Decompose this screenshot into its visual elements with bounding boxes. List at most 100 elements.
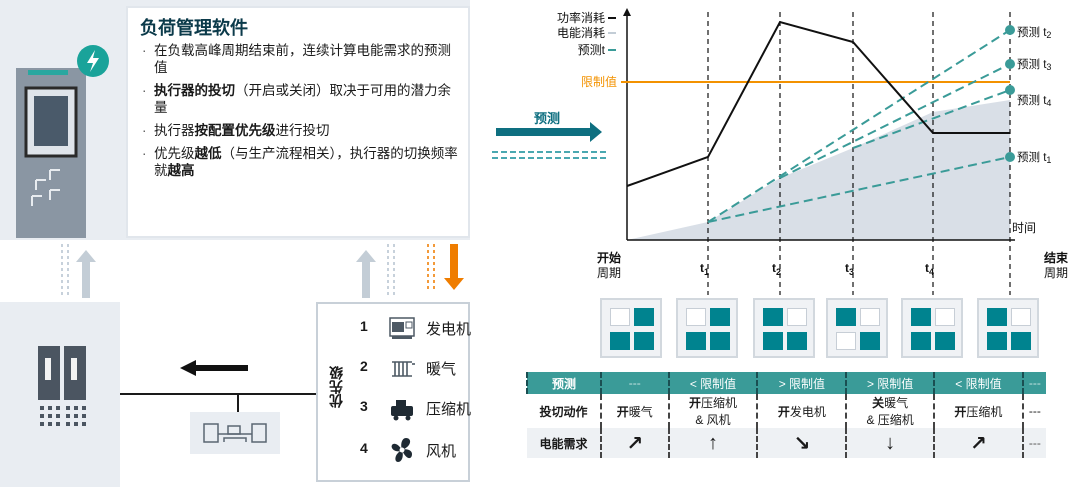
info-bullet-3: 执行器按配置优先级进行投切 [140,122,460,139]
energy-consumption-area [627,100,1010,240]
x-tick-label-5: 结束 [1044,250,1069,265]
summary-cell: --- [1021,428,1046,458]
compressor-state-icon [911,332,931,350]
summary-cell: 关暖气& 压缩机 [845,394,934,428]
y-axis-arrowhead [623,8,631,16]
compressor-state-icon [987,332,1007,350]
forecast-label: 预测 [534,111,561,126]
compressor-state-icon [836,332,856,350]
prediction-label-1: 预测 t2 [1017,26,1051,40]
fan-state-icon [710,332,730,350]
summary-cell: < 限制值 [932,372,1023,394]
x-tick-label-3: t3 [845,261,854,277]
heater-icon [388,354,416,382]
summary-cell: > 限制值 [756,372,847,394]
generator-icon [388,314,416,342]
summary-cell: 开压缩机& 风机 [667,394,758,428]
generator-state-icon [911,308,931,326]
priority-number: 3 [360,398,368,414]
actuator-card-5 [901,298,963,358]
summary-cell: --- [1021,394,1046,428]
prediction-line-1 [707,29,1011,223]
actuator-card-4 [826,298,888,358]
legend-label-3: 预测t [578,43,606,57]
fan-icon [388,436,416,464]
summary-cell: < 限制值 [667,372,758,394]
info-box: 负荷管理软件 在负载高峰周期结束前，连续计算电能需求的预测值执行器的投切（开启或… [126,6,470,238]
compressor-icon [388,394,416,422]
x-tick-label-4: t4 [925,261,934,277]
info-title: 负荷管理软件 [140,18,248,38]
summary-cell: 开发电机 [756,394,847,428]
power-consumption-line [626,20,1010,187]
fan-state-icon [1011,332,1031,350]
summary-cell: ↘ [756,428,847,458]
heater-state-icon [935,308,955,326]
fan-state-icon [787,332,807,350]
generator-state-icon [836,308,856,326]
fan-state-icon [634,332,654,350]
priority-label: 暖气 [426,361,457,378]
legend-label-1: 功率消耗 [557,10,605,25]
priority-title: 优先级 [328,366,344,408]
prediction-label-2: 预测 t3 [1017,58,1051,72]
summary-cell: 开暖气 [600,394,669,428]
actuator-card-6 [977,298,1039,358]
summary-cell: ↓ [845,428,934,458]
summary-cell: --- [1021,372,1046,394]
actuator-card-2 [676,298,738,358]
priority-number: 2 [360,358,368,374]
heater-state-icon [634,308,654,326]
summary-cell: > 限制值 [845,372,934,394]
priority-label: 风机 [426,443,457,460]
actuator-card-3 [753,298,815,358]
network-icon [203,423,267,443]
info-bullet-1: 在负载高峰周期结束前，连续计算电能需求的预测值 [140,42,460,76]
summary-row-header: 投切动作 [527,394,601,428]
x-tick-label-1: t1 [700,261,709,277]
summary-cell: --- [600,372,669,394]
prediction-label-3: 预测 t4 [1017,94,1051,108]
actuator-card-1 [600,298,662,358]
compressor-state-icon [763,332,783,350]
generator-state-icon [987,308,1007,326]
generator-state-icon [610,308,630,326]
prediction-point-3 [1005,85,1015,95]
summary-cell: ↗ [932,428,1023,458]
priority-item-2: 2 暖气 [360,348,510,388]
heater-state-icon [860,308,880,326]
compressor-state-icon [686,332,706,350]
summary-row-header: 电能需求 [527,428,601,458]
priority-label: 压缩机 [426,401,472,418]
info-bullet-4: 优先级越低（与生产流程相关），执行器的切换频率就越高 [140,145,460,179]
summary-row-1: 预测---< 限制值> 限制值> 限制值< 限制值--- [526,372,1046,394]
heater-state-icon [710,308,730,326]
generator-state-icon [686,308,706,326]
prediction-line-4 [707,156,1011,223]
info-bullet-2: 执行器的投切（开启或关闭）取决于可用的潜力余量 [140,82,460,116]
priority-number: 1 [360,318,368,334]
heater-state-icon [1011,308,1031,326]
summary-row-2: 投切动作开暖气开压缩机& 风机开发电机关暖气& 压缩机开压缩机--- [527,394,1046,428]
priority-label: 发电机 [426,321,472,338]
summary-row-3: 电能需求↗↑↘↓↗--- [527,428,1046,458]
prediction-point-2 [1005,59,1015,69]
prediction-point-4 [1005,152,1015,162]
summary-cell: 开压缩机 [932,394,1023,428]
x-tick-sublabel-0: 周期 [597,266,621,280]
prediction-line-2 [779,63,1011,179]
network-icon-box [190,412,280,454]
priority-item-1: 1 发电机 [360,308,510,348]
priority-box [316,302,470,482]
generator-state-icon [763,308,783,326]
server-device-icon [38,346,86,426]
limit-label: 限制值 [581,74,617,89]
fan-state-icon [860,332,880,350]
forecast-arrow [492,122,608,159]
x-tick-label-2: t2 [772,261,781,277]
summary-table: 预测---< 限制值> 限制值> 限制值< 限制值---投切动作开暖气开压缩机&… [526,372,1046,458]
vertical-arrows [61,244,464,298]
summary-cell: ↑ [667,428,758,458]
